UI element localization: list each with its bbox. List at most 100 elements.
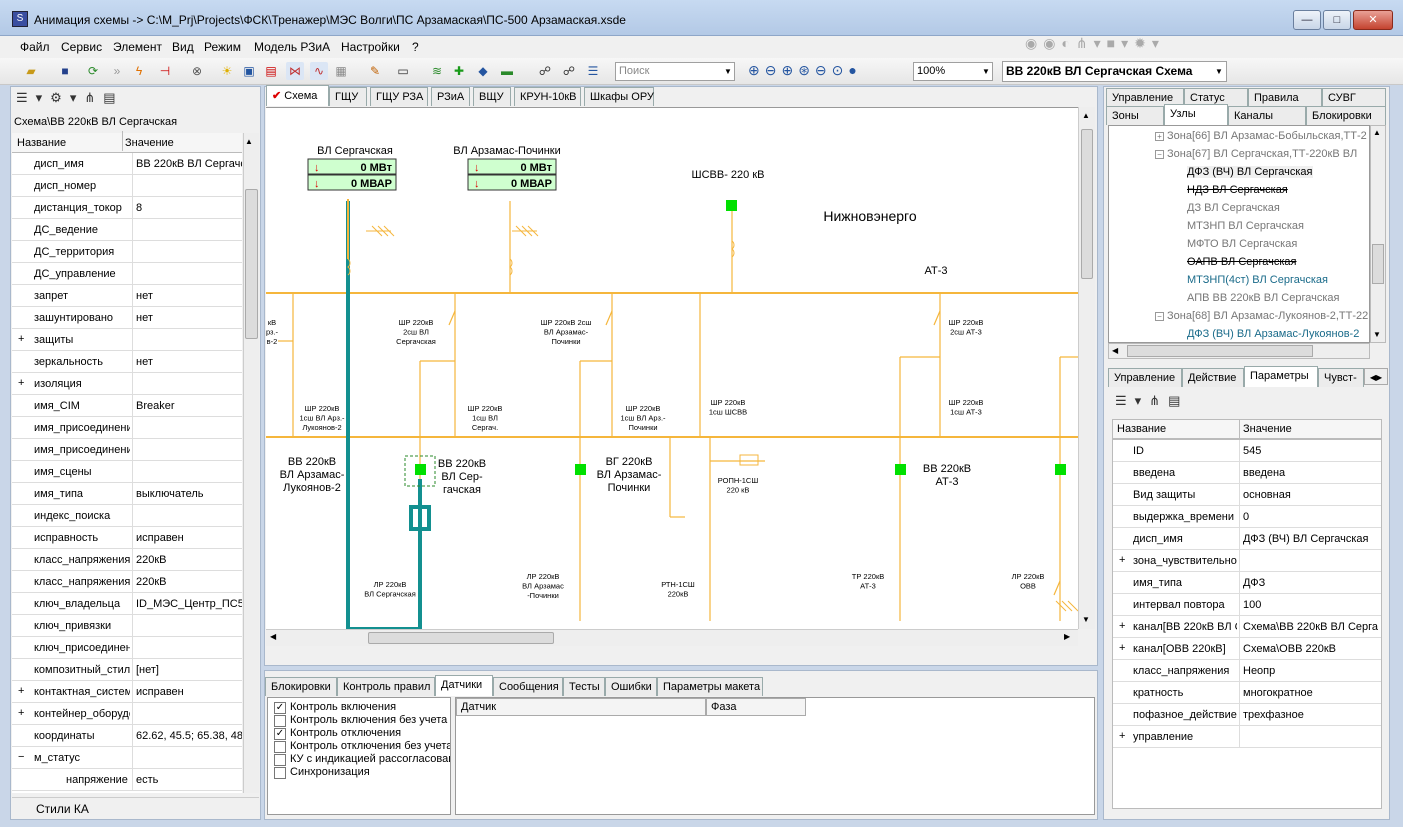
- checkbox[interactable]: [274, 754, 286, 766]
- param-value[interactable]: трехфазное: [1243, 709, 1304, 721]
- layers-icon[interactable]: ≋: [431, 64, 443, 78]
- property-value[interactable]: ID_МЭС_Центр_ПС500: [136, 598, 242, 610]
- tab-gshu-rza[interactable]: ГЩУ РЗА: [370, 87, 428, 106]
- tab-rules[interactable]: Контроль правил: [337, 677, 435, 696]
- close-button[interactable]: ✕: [1353, 10, 1393, 30]
- tab-sensitivity[interactable]: Чувст-: [1318, 368, 1364, 387]
- scroll-left-icon[interactable]: ◀: [270, 632, 277, 641]
- param-value[interactable]: 100: [1243, 599, 1262, 611]
- select-icon[interactable]: ▣: [243, 64, 255, 78]
- breaker-shsvv[interactable]: [726, 200, 737, 211]
- param-value[interactable]: основная: [1243, 489, 1291, 501]
- property-row[interactable]: ДС_управление: [12, 263, 242, 285]
- ground-icon[interactable]: ⊗: [191, 64, 203, 78]
- tab-rules-right[interactable]: Правила: [1248, 88, 1322, 107]
- param-value[interactable]: многократное: [1243, 687, 1313, 699]
- expand-icon[interactable]: +: [18, 707, 25, 719]
- tree-hscroll-thumb[interactable]: [1127, 345, 1313, 357]
- col-phase[interactable]: Фаза: [706, 698, 806, 716]
- param-value[interactable]: ДФЗ (ВЧ) ВЛ Сергачская: [1243, 533, 1369, 545]
- tab-blocks-right[interactable]: Блокировки: [1306, 106, 1386, 125]
- tree-vscroll-thumb[interactable]: [1372, 244, 1384, 284]
- tab-blocks[interactable]: Блокировки: [265, 677, 337, 696]
- left-scrollbar[interactable]: ▲: [243, 133, 259, 793]
- scheme-dropdown-icon[interactable]: ▼: [1215, 67, 1223, 76]
- expand-icon[interactable]: +: [1119, 554, 1126, 566]
- property-row[interactable]: имя_присоединения: [12, 439, 242, 461]
- search-dropdown-icon[interactable]: ▼: [724, 67, 732, 76]
- expand-icon[interactable]: −: [1155, 150, 1164, 159]
- property-value[interactable]: Breaker: [136, 400, 175, 412]
- property-value[interactable]: выключатель: [136, 488, 204, 500]
- open-icon[interactable]: ▰: [26, 64, 36, 78]
- bulb-icon[interactable]: ☀: [221, 64, 233, 78]
- tab-layout-params[interactable]: Параметры макета: [657, 677, 763, 696]
- property-row[interactable]: ДС_территория: [12, 241, 242, 263]
- scroll-left-icon[interactable]: ◀: [1112, 346, 1119, 355]
- tree-item[interactable]: +Зона[66] ВЛ Арзамас-Бобыльская,ТТ-2: [1155, 130, 1367, 142]
- zoom-select[interactable]: 100%: [913, 62, 993, 81]
- expand-icon[interactable]: −: [1155, 312, 1164, 321]
- save-icon[interactable]: ■: [61, 64, 69, 78]
- param-value[interactable]: введена: [1243, 467, 1286, 479]
- diamond-icon[interactable]: ◆: [478, 64, 488, 78]
- tree-item[interactable]: ДФЗ (ВЧ) ВЛ Сергачская: [1187, 166, 1313, 178]
- col-value-header[interactable]: Значение: [1243, 423, 1292, 435]
- scheme-canvas[interactable]: ВЛ Сергачская ВЛ Арзамас-Починки ШСВВ- 2…: [266, 107, 1078, 629]
- tab-channels[interactable]: Каналы: [1228, 106, 1306, 125]
- right-toolbar-icons[interactable]: ☰▾⋔▤: [1115, 393, 1189, 408]
- left-toolbar-icons[interactable]: ☰▾⚙▾⋔▤: [16, 90, 124, 105]
- pen-icon[interactable]: ✎: [369, 64, 381, 78]
- list-icon[interactable]: ☰: [587, 64, 599, 78]
- menu-file[interactable]: Файл: [20, 40, 50, 54]
- property-row[interactable]: дисп_номер: [12, 175, 242, 197]
- tab-tests[interactable]: Тесты: [563, 677, 605, 696]
- map-icon[interactable]: ▤: [265, 64, 277, 78]
- property-row[interactable]: ключ_привязки: [12, 615, 242, 637]
- property-value[interactable]: 8: [136, 202, 143, 214]
- search-input[interactable]: Поиск: [615, 62, 735, 81]
- col-name-header[interactable]: Название: [17, 137, 67, 149]
- property-value[interactable]: 220кВ: [136, 554, 167, 566]
- frame-icon[interactable]: ▭: [397, 64, 409, 78]
- col-value-header[interactable]: Значение: [125, 137, 174, 149]
- block-icon[interactable]: ▬: [501, 64, 513, 78]
- checkbox[interactable]: ✓: [274, 728, 286, 740]
- tree-vscroll[interactable]: ▲ ▼: [1370, 125, 1386, 343]
- property-value[interactable]: нет: [136, 312, 153, 324]
- param-value[interactable]: Схема\ВВ 220кВ ВЛ Серга: [1243, 621, 1379, 633]
- breaker-icon[interactable]: ⊣: [159, 64, 171, 78]
- property-row[interactable]: композитный_стиль[нет]: [12, 659, 242, 681]
- property-value[interactable]: [нет]: [136, 664, 159, 676]
- zoom-icons[interactable]: ⊕⊖⊕⊛⊖⊙●: [748, 62, 862, 78]
- zoom-dropdown-icon[interactable]: ▼: [982, 67, 990, 76]
- param-row[interactable]: +канал[ОВВ 220кВ]Схема\ОВВ 220кВ: [1113, 638, 1381, 660]
- breaker-vg[interactable]: [575, 464, 586, 475]
- param-value[interactable]: 0: [1243, 511, 1250, 523]
- property-value[interactable]: исправен: [136, 686, 184, 698]
- tree-item[interactable]: НДЗ ВЛ Сергачская: [1187, 184, 1288, 196]
- scroll-right-icon[interactable]: ▶: [1064, 632, 1071, 641]
- param-row[interactable]: +управление: [1113, 726, 1381, 748]
- property-row[interactable]: индекс_поиска: [12, 505, 242, 527]
- tab-errors[interactable]: Ошибки: [605, 677, 657, 696]
- tab-status[interactable]: Статус: [1184, 88, 1248, 107]
- property-value[interactable]: исправен: [136, 532, 184, 544]
- tab-control[interactable]: Управление: [1106, 88, 1184, 107]
- param-value[interactable]: Схема\ОВВ 220кВ: [1243, 643, 1336, 655]
- menu-help[interactable]: ?: [412, 40, 419, 54]
- tab-params[interactable]: Параметры: [1244, 366, 1318, 387]
- property-value[interactable]: ВВ 220кВ ВЛ Сергачская: [136, 158, 242, 170]
- tab-zones[interactable]: Зоны: [1106, 106, 1164, 125]
